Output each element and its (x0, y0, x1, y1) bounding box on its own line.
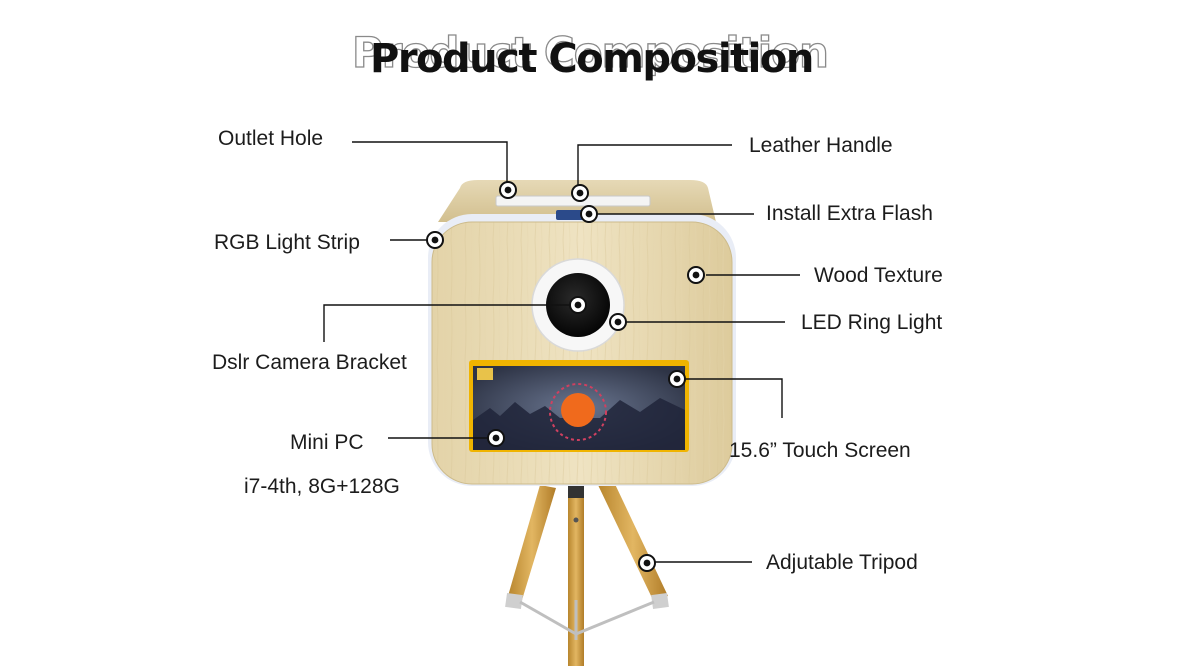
marker-touch-screen (668, 370, 686, 388)
marker-camera-bracket (569, 296, 587, 314)
marker-mini-pc (487, 429, 505, 447)
title-outline: Product Composition (351, 27, 829, 77)
page-title: Product Composition (370, 36, 814, 82)
label-install-extra-flash: Install Extra Flash (766, 202, 933, 225)
label-outlet-hole: Outlet Hole (218, 127, 324, 150)
marker-led-ring (609, 313, 627, 331)
label-adjustable-tripod: Adjutable Tripod (766, 551, 918, 574)
label-led-ring-light: LED Ring Light (801, 311, 943, 334)
title-block: Product Composition Product Composition (0, 22, 1200, 82)
callout-lines (323, 141, 800, 563)
marker-rgb-strip (426, 231, 444, 249)
label-wood-texture: Wood Texture (814, 264, 943, 287)
marker-tripod (638, 554, 656, 572)
touch-screen (469, 360, 689, 452)
callout-markers (426, 181, 705, 572)
marker-leather-handle (571, 184, 589, 202)
label-touch-screen: 15.6” Touch Screen (729, 439, 911, 462)
marker-wood-texture (687, 266, 705, 284)
label-mini-pc: Mini PC (290, 431, 364, 454)
label-leather-handle: Leather Handle (749, 134, 893, 157)
label-rgb-light-strip: RGB Light Strip (214, 231, 360, 254)
marker-extra-flash (580, 205, 598, 223)
label-mini-pc-spec: i7-4th, 8G+128G (244, 475, 400, 498)
label-dslr-camera-bracket: Dslr Camera Bracket (212, 351, 407, 374)
marker-outlet-hole (499, 181, 517, 199)
tripod (505, 482, 669, 666)
